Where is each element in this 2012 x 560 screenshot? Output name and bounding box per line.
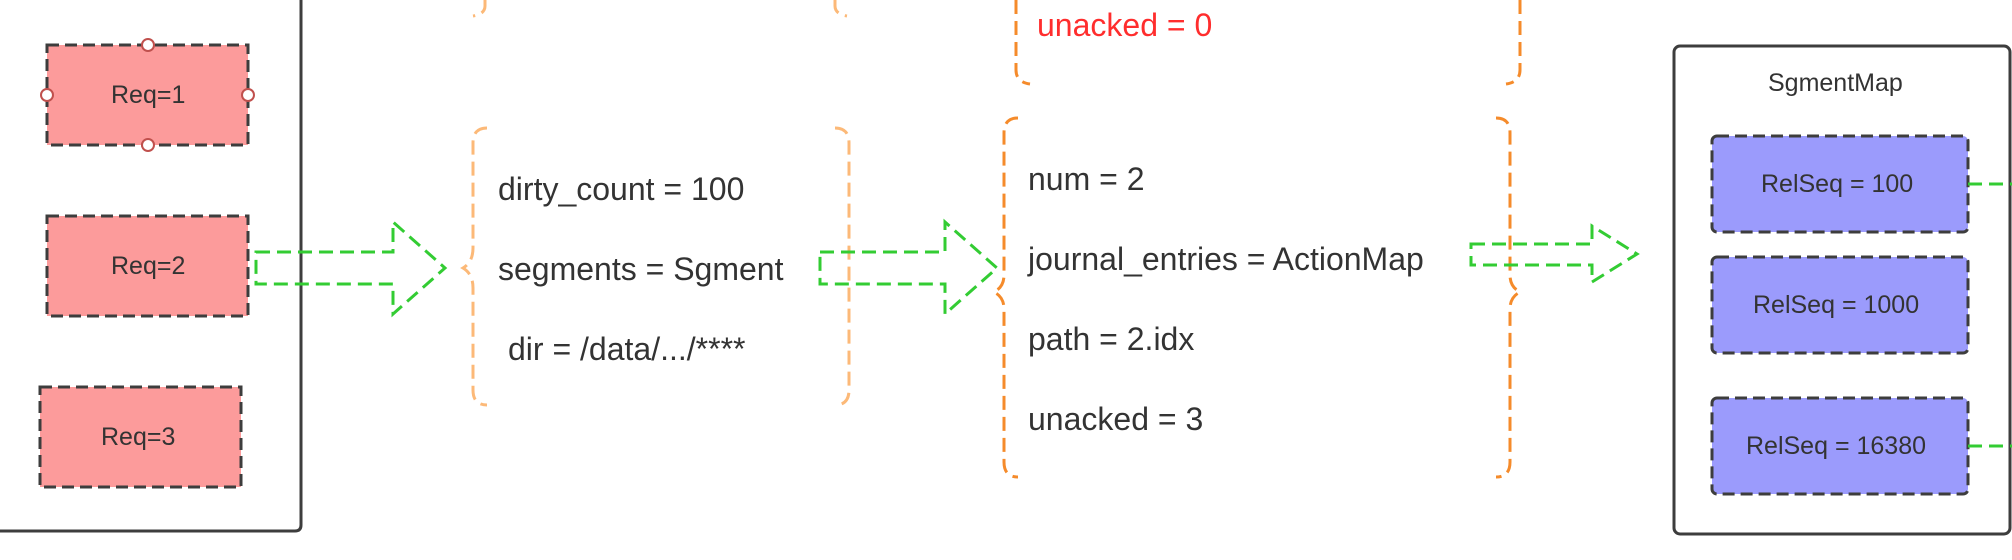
selection-handles[interactable]: [40, 38, 255, 152]
resize-handle-left[interactable]: [40, 88, 54, 102]
relseq-box-2[interactable]: [1710, 255, 1970, 355]
resize-handle-right[interactable]: [241, 88, 255, 102]
num-text: num = 2: [1028, 161, 1145, 197]
dir-brace-left: [460, 126, 488, 407]
segment-brace-right: [1495, 116, 1524, 479]
relseq-label-1: RelSeq = 100: [1761, 170, 1914, 198]
top-partial-brace-right-2: [1505, 0, 1522, 86]
dir-path-text: dir = /data/.../****: [508, 331, 746, 367]
top-partial-brace-right-1: [833, 0, 848, 18]
arrow-request-to-dir: [254, 218, 448, 318]
top-unacked-text: unacked = 0: [1037, 7, 1213, 43]
dir-brace-right: [834, 126, 851, 407]
journal-entries-text: journal_entries = ActionMap: [1028, 241, 1424, 277]
arrow-segment-to-map: [1469, 223, 1640, 285]
resize-handle-top[interactable]: [141, 38, 155, 52]
segment-brace-left: [990, 116, 1019, 479]
request-container: [0, 0, 303, 533]
dirty-count-text: dirty_count = 100: [498, 171, 745, 207]
arrow-dir-to-segment: [818, 218, 1000, 318]
segments-text: segments = Sgment: [498, 251, 784, 287]
request-box-2[interactable]: [45, 214, 250, 318]
relseq-label-2: RelSeq = 1000: [1753, 291, 1920, 319]
path-text: path = 2.idx: [1028, 321, 1195, 357]
resize-handle-bottom[interactable]: [141, 138, 155, 152]
request-label-2: Req=2: [111, 252, 186, 280]
unacked-text: unacked = 3: [1028, 401, 1204, 437]
top-partial-brace-left-2: [1014, 0, 1031, 86]
request-label-3: Req=3: [101, 423, 176, 451]
segment-map-title: SgmentMap: [1768, 69, 1903, 97]
relseq-label-3: RelSeq = 16380: [1746, 432, 1927, 460]
top-partial-brace-left-1: [472, 0, 487, 18]
request-label-1: Req=1: [111, 81, 186, 109]
request-box-3[interactable]: [38, 385, 243, 489]
